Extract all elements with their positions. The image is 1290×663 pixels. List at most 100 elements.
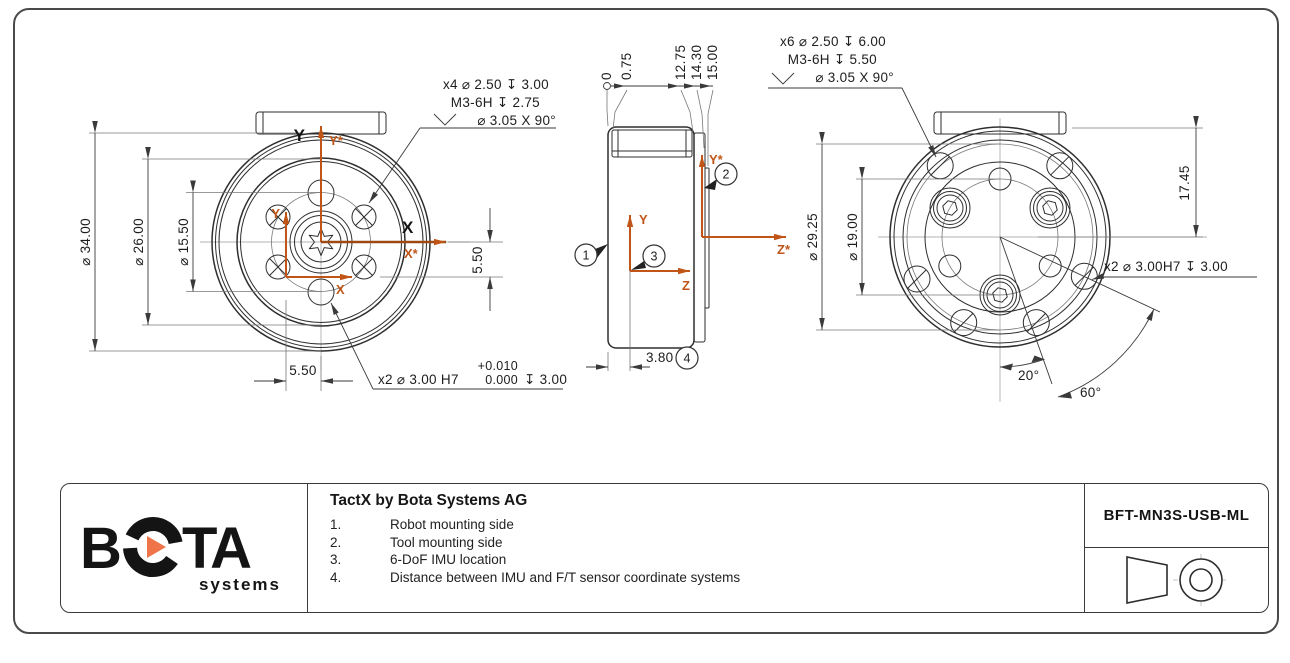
ordinate-0-75: 0.75 [619, 53, 634, 80]
thread-note-line1: x4 ⌀ 2.50 ↧ 3.00 [443, 77, 549, 92]
back-dowel-note: x2 ⌀ 3.00H7 ↧ 3.00 [1091, 259, 1257, 280]
note-text: Distance between IMU and F/T sensor coor… [390, 569, 741, 585]
balloon-3: 3 [631, 244, 666, 270]
note-text: Robot mounting side [390, 517, 514, 532]
note-text: 6-DoF IMU location [390, 552, 507, 567]
ordinate-15-00: 15.00 [705, 45, 720, 80]
note-row-4: 4. Distance between IMU and F/T sensor c… [330, 569, 1074, 587]
logo-play-triangle-icon [147, 536, 166, 558]
note-row-1: 1. Robot mounting side [330, 516, 1074, 534]
dowel-note-tol-upper: +0.010 [478, 359, 518, 373]
back-thread-note: x6 ⌀ 2.50 ↧ 6.00 M3-6H ↧ 5.50 ⌀ 3.05 X 9… [768, 34, 937, 158]
drawing-title: TactX by Bota Systems AG [330, 492, 528, 509]
dim-3-80: 3.80 [646, 350, 673, 365]
countersink-icon [771, 72, 795, 85]
side-connector-slot [611, 129, 693, 158]
dim-17-45: 17.45 [1177, 165, 1192, 200]
back-dim-angle20: 20° [999, 355, 1045, 383]
side-view: 0 0.75 12.75 14.30 15.00 1 2 3 [574, 45, 791, 371]
back-connector-tab [933, 111, 1067, 135]
note-number: 2. [330, 534, 342, 550]
note-text: Tool mounting side [390, 534, 503, 550]
logo-b: B [80, 516, 122, 581]
side-imu-axes: Y Z [626, 212, 690, 293]
dim-20deg: 20° [1018, 368, 1039, 383]
ordinate-12-75: 12.75 [673, 45, 688, 80]
front-dim-offset-h: 5.50 [254, 363, 353, 384]
company-logo: B TA systems [61, 484, 308, 612]
front-threaded-holes [265, 204, 377, 280]
front-dowel-note: x2 ⌀ 3.00 H7 +0.010 0.000 ↧ 3.00 [330, 302, 567, 390]
dim-dia-29-25: ⌀ 29.25 [805, 213, 820, 261]
svg-text:2: 2 [723, 168, 730, 182]
dowel-note-tol-lower: 0.000 [485, 373, 518, 387]
axis-x-label: X [402, 218, 414, 237]
side-dim-3-80: 3.80 4 [586, 271, 699, 371]
countersink-icon [433, 113, 457, 126]
front-thread-note: x4 ⌀ 2.50 ↧ 3.00 M3-6H ↧ 2.75 ⌀ 3.05 X 9… [368, 77, 556, 204]
back-dowel-note-text: x2 ⌀ 3.00H7 ↧ 3.00 [1104, 259, 1228, 274]
axis-y-label: Y [294, 126, 306, 145]
dim-dia-19: ⌀ 19.00 [845, 213, 860, 261]
side-axis-y-star: Y* [709, 152, 724, 167]
front-dim-offset-v: 5.50 [470, 208, 493, 311]
front-dim-dia34: ⌀ 34.00 [78, 121, 98, 351]
projection-symbol-cell [1085, 548, 1268, 612]
dim-5-50-v: 5.50 [470, 246, 485, 273]
back-thread-note-line2: M3-6H ↧ 5.50 [788, 52, 877, 67]
ordinate-14-30: 14.30 [689, 45, 704, 80]
dowel-note-main: x2 ⌀ 3.00 H7 [378, 372, 459, 387]
front-dim-dia15-5: ⌀ 15.50 [176, 180, 196, 292]
back-dim-dia29-25: ⌀ 29.25 [805, 132, 825, 330]
balloon-1: 1 [574, 243, 608, 267]
side-axis-z: Z [682, 278, 690, 293]
axis-x-star-label: X* [404, 246, 419, 261]
third-angle-projection-icon [1125, 554, 1227, 606]
title-block-right: BFT-MN3S-USB-ML [1084, 484, 1268, 612]
front-dim-dia26: ⌀ 26.00 [131, 147, 151, 325]
logo-systems: systems [199, 575, 281, 594]
drawing-notes: TactX by Bota Systems AG 1. Robot mounti… [308, 484, 1084, 612]
front-imu-axes: Y X [271, 206, 352, 297]
side-axis-z-star: Z* [777, 242, 791, 257]
dim-dia-15-5: ⌀ 15.50 [176, 218, 191, 266]
drawing-canvas: ⌀ 34.00 ⌀ 26.00 ⌀ 15.50 5.50 5.50 [78, 34, 1257, 402]
thread-note-line2: M3-6H ↧ 2.75 [451, 95, 540, 110]
back-dim-17-45: 17.45 [1177, 116, 1199, 237]
back-view: ⌀ 29.25 ⌀ 19.00 17.45 20° [768, 34, 1257, 402]
logo-o-emblem [123, 517, 183, 577]
side-tool-axes: Y* Z* [698, 152, 791, 257]
dowel-note-depth: ↧ 3.00 [524, 372, 567, 387]
dim-60deg: 60° [1080, 385, 1101, 400]
back-dim-angle60: 60° [1057, 308, 1155, 400]
back-thread-note-line3: ⌀ 3.05 X 90° [815, 70, 894, 85]
torx-center-feature [308, 228, 334, 256]
dim-dia-34: ⌀ 34.00 [78, 218, 93, 266]
note-row-2: 2. Tool mounting side [330, 534, 1074, 552]
side-body [607, 126, 695, 349]
front-view: ⌀ 34.00 ⌀ 26.00 ⌀ 15.50 5.50 5.50 [78, 77, 567, 391]
side-ordinate-dims: 0 0.75 12.75 14.30 15.00 [599, 45, 720, 166]
note-number: 1. [330, 517, 342, 532]
ordinate-0: 0 [599, 72, 614, 80]
axis-y-star-label: Y* [329, 133, 344, 148]
front-sensor-axes: Y Y* X X* [294, 126, 446, 261]
dim-5-50-h: 5.50 [289, 363, 316, 378]
note-number: 3. [330, 552, 342, 567]
note-row-3: 3. 6-DoF IMU location [330, 551, 1074, 569]
balloon-4: 4 [675, 346, 699, 370]
side-axis-y: Y [639, 212, 648, 227]
back-dim-dia19: ⌀ 19.00 [845, 167, 865, 295]
svg-text:3: 3 [651, 250, 658, 264]
title-block: B TA systems TactX by Bota Systems AG 1.… [60, 483, 1269, 613]
back-thread-note-line1: x6 ⌀ 2.50 ↧ 6.00 [780, 34, 886, 49]
svg-text:4: 4 [684, 352, 691, 366]
bota-logo-icon: B TA systems [80, 516, 281, 594]
balloon-2: 2 [704, 162, 738, 190]
imu-x-label: X [336, 282, 345, 297]
thread-note-line3: ⌀ 3.05 X 90° [477, 113, 556, 128]
svg-text:1: 1 [583, 249, 590, 263]
part-number: BFT-MN3S-USB-ML [1085, 484, 1268, 548]
imu-y-label: Y [271, 206, 280, 221]
